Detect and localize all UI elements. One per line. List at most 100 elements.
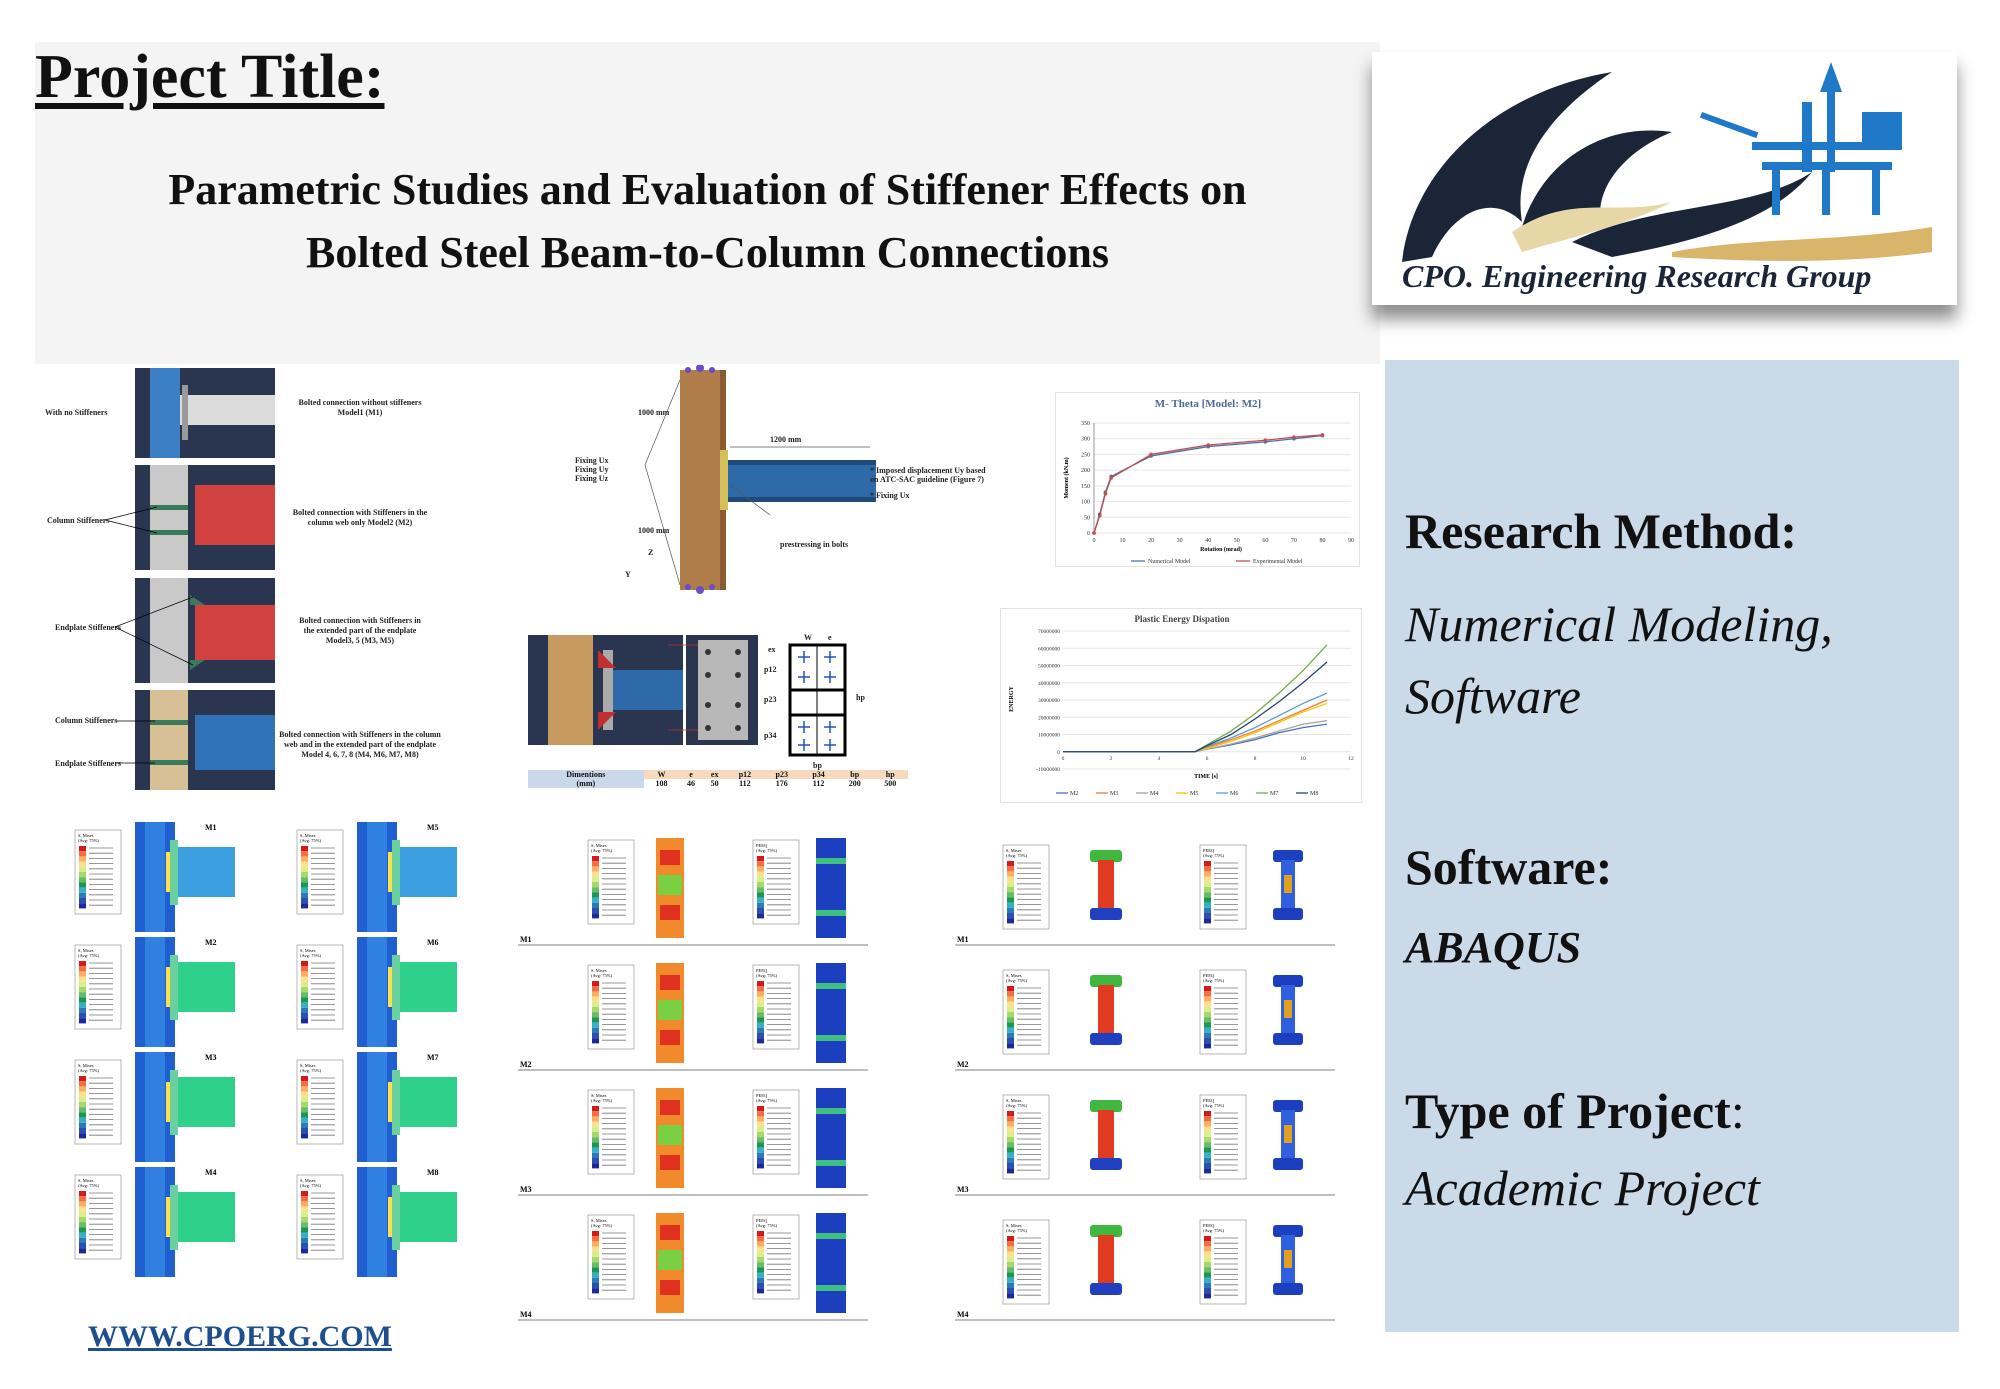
chart1-ytick: 300: [1081, 437, 1090, 443]
fea-plate-peeq: [816, 1088, 846, 1188]
chart1-legend-label: Experimental Model: [1253, 559, 1303, 565]
chart2-xlabel: TIME [s]: [1194, 774, 1218, 780]
fea-plate-label: M3: [520, 1185, 532, 1194]
legend-avg: (Avg: 75%): [756, 1223, 778, 1228]
legend-avg: (Avg: 75%): [78, 1068, 100, 1073]
legend-head: S, Mises: [78, 1178, 94, 1184]
fixing-ux-right: * Fixing Ux: [870, 491, 910, 500]
chart1-point: [1109, 476, 1113, 480]
chart2-xtick: 6: [1206, 756, 1209, 762]
label-column-stiffeners-2: Column Stiffeners: [55, 716, 117, 725]
dimension-table: Dimentions W e ex p12 p23 p34 bp hp (mm)…: [528, 770, 908, 788]
legend-avg: (Avg: 75%): [1203, 1103, 1225, 1108]
dim-1200: 1200 mm: [770, 435, 802, 444]
legend-head: S, Mises: [1006, 848, 1022, 854]
legend-avg: (Avg: 75%): [78, 953, 100, 958]
chart2-series-line: [1063, 661, 1328, 753]
legend-avg: (Avg: 75%): [1006, 978, 1028, 983]
desc-m4-line3: Model 4, 6, 7, 8 (M4, M6, M7, M8): [301, 750, 419, 759]
model-image-1: [135, 368, 275, 458]
legend-head: PEEQ: [1203, 848, 1215, 853]
dim-hp: hp: [856, 693, 865, 702]
axis-y: Y: [625, 570, 631, 579]
contour-legend: S, Mises(Avg: 75%): [296, 944, 344, 1030]
legend-head: S, Mises: [78, 833, 94, 839]
fea-plate-mises: [656, 1213, 684, 1313]
fea-joint-label: M4: [205, 1168, 217, 1177]
chart2-legend-label: M3: [1110, 791, 1118, 797]
chart2-ytick: 70000000: [1038, 629, 1060, 635]
dim-head: e: [689, 770, 693, 779]
contour-legend: S, Mises(Avg: 75%): [74, 1059, 122, 1145]
legend-avg: (Avg: 75%): [756, 1098, 778, 1103]
legend-head: S, Mises: [591, 843, 607, 849]
chart1-xtick: 70: [1291, 538, 1297, 544]
legend-head: S, Mises: [78, 948, 94, 954]
chart1-point: [1292, 435, 1296, 439]
chart2-legend-label: M8: [1310, 791, 1318, 797]
contour-legend: S, Mises(Avg: 75%): [1002, 1219, 1050, 1305]
bolt-icon: [1090, 850, 1122, 920]
fea-plate-mises: [656, 838, 684, 938]
dim-head: p34: [812, 770, 825, 779]
legend-avg: (Avg: 75%): [591, 1223, 613, 1228]
chart2-legend-label: M7: [1270, 791, 1278, 797]
chart1-xtick: 40: [1205, 538, 1211, 544]
fea-bolt-label: M3: [957, 1185, 969, 1194]
dim-bp: bp: [813, 761, 822, 770]
dim-head: W: [657, 770, 666, 779]
chart1-point: [1097, 513, 1102, 518]
beam-member: [726, 462, 876, 500]
dim-w: W: [804, 633, 812, 642]
fea-joint-label: M1: [205, 823, 217, 832]
legend-head: S, Mises: [300, 1063, 316, 1069]
chart1-ylabel: Moment (kN.m): [1063, 457, 1070, 498]
research-method-line2: Software: [1405, 668, 1581, 724]
bolt-icon: [1090, 975, 1122, 1045]
dim-head: bp: [850, 770, 860, 779]
chart2-ytick: 20000000: [1038, 715, 1060, 721]
dim-header-label: Dimentions: [528, 770, 644, 779]
bolt-icon: [1090, 1225, 1122, 1295]
fea-joint-label: M5: [427, 823, 439, 832]
contour-legend: S, Mises(Avg: 75%): [587, 964, 635, 1050]
fixing-ux-left: Fixing Ux: [575, 456, 609, 465]
fea-bolts-svg: S, Mises(Avg: 75%)PEEQ(Avg: 75%)M1S, Mis…: [955, 844, 1335, 1321]
fea-joint-contour: [357, 937, 457, 1047]
chart2-ytick: 10000000: [1038, 733, 1060, 739]
fea-joint-label: M8: [427, 1168, 439, 1177]
project-type-value: Academic Project: [1405, 1160, 1760, 1216]
chart1-xtick: 90: [1348, 538, 1354, 544]
chart2-ytick: 0: [1057, 750, 1060, 756]
chart2-xtick: 8: [1254, 756, 1257, 762]
energy-svg: Plastic Energy Dispation-100000000100000…: [1009, 614, 1354, 797]
legend-avg: (Avg: 75%): [1006, 1228, 1028, 1233]
contour-legend: PEEQ(Avg: 75%): [752, 1214, 800, 1300]
leader-lines: [104, 506, 194, 764]
legend-avg: (Avg: 75%): [1006, 853, 1028, 858]
fea-plates-svg: S, Mises(Avg: 75%)PEEQ(Avg: 75%)M1S, Mis…: [518, 838, 868, 1321]
fea-plate-peeq: [816, 1213, 846, 1313]
project-type-label: Type of Project:: [1405, 1082, 1745, 1140]
legend-head: S, Mises: [591, 1218, 607, 1224]
detail-panel: W e ex p12 p23 p34 bp hp Dimentions W e …: [528, 630, 908, 800]
legend-head: PEEQ: [1203, 973, 1215, 978]
contour-legend: PEEQ(Avg: 75%): [1199, 844, 1247, 930]
legend-head: S, Mises: [300, 1178, 316, 1184]
desc-m4-line1: Bolted connection with Stiffeners in the…: [279, 730, 441, 739]
contour-legend: S, Mises(Avg: 75%): [74, 1174, 122, 1260]
chart1-point: [1206, 443, 1211, 447]
fea-joint-contour: [135, 1167, 235, 1277]
legend-avg: (Avg: 75%): [756, 973, 778, 978]
website-link[interactable]: WWW.CPOERG.COM: [88, 1320, 392, 1353]
logo-graphic: [1402, 62, 1932, 262]
bolt-icon: [1090, 1100, 1122, 1170]
chart2-xtick: 0: [1062, 756, 1065, 762]
chart1-xtick: 50: [1234, 538, 1240, 544]
chart2-xtick: 12: [1348, 756, 1354, 762]
setup-panel: Fixing Ux Fixing Uy Fixing Uz 1000 mm 10…: [570, 364, 990, 600]
contour-legend: PEEQ(Avg: 75%): [1199, 1219, 1247, 1305]
